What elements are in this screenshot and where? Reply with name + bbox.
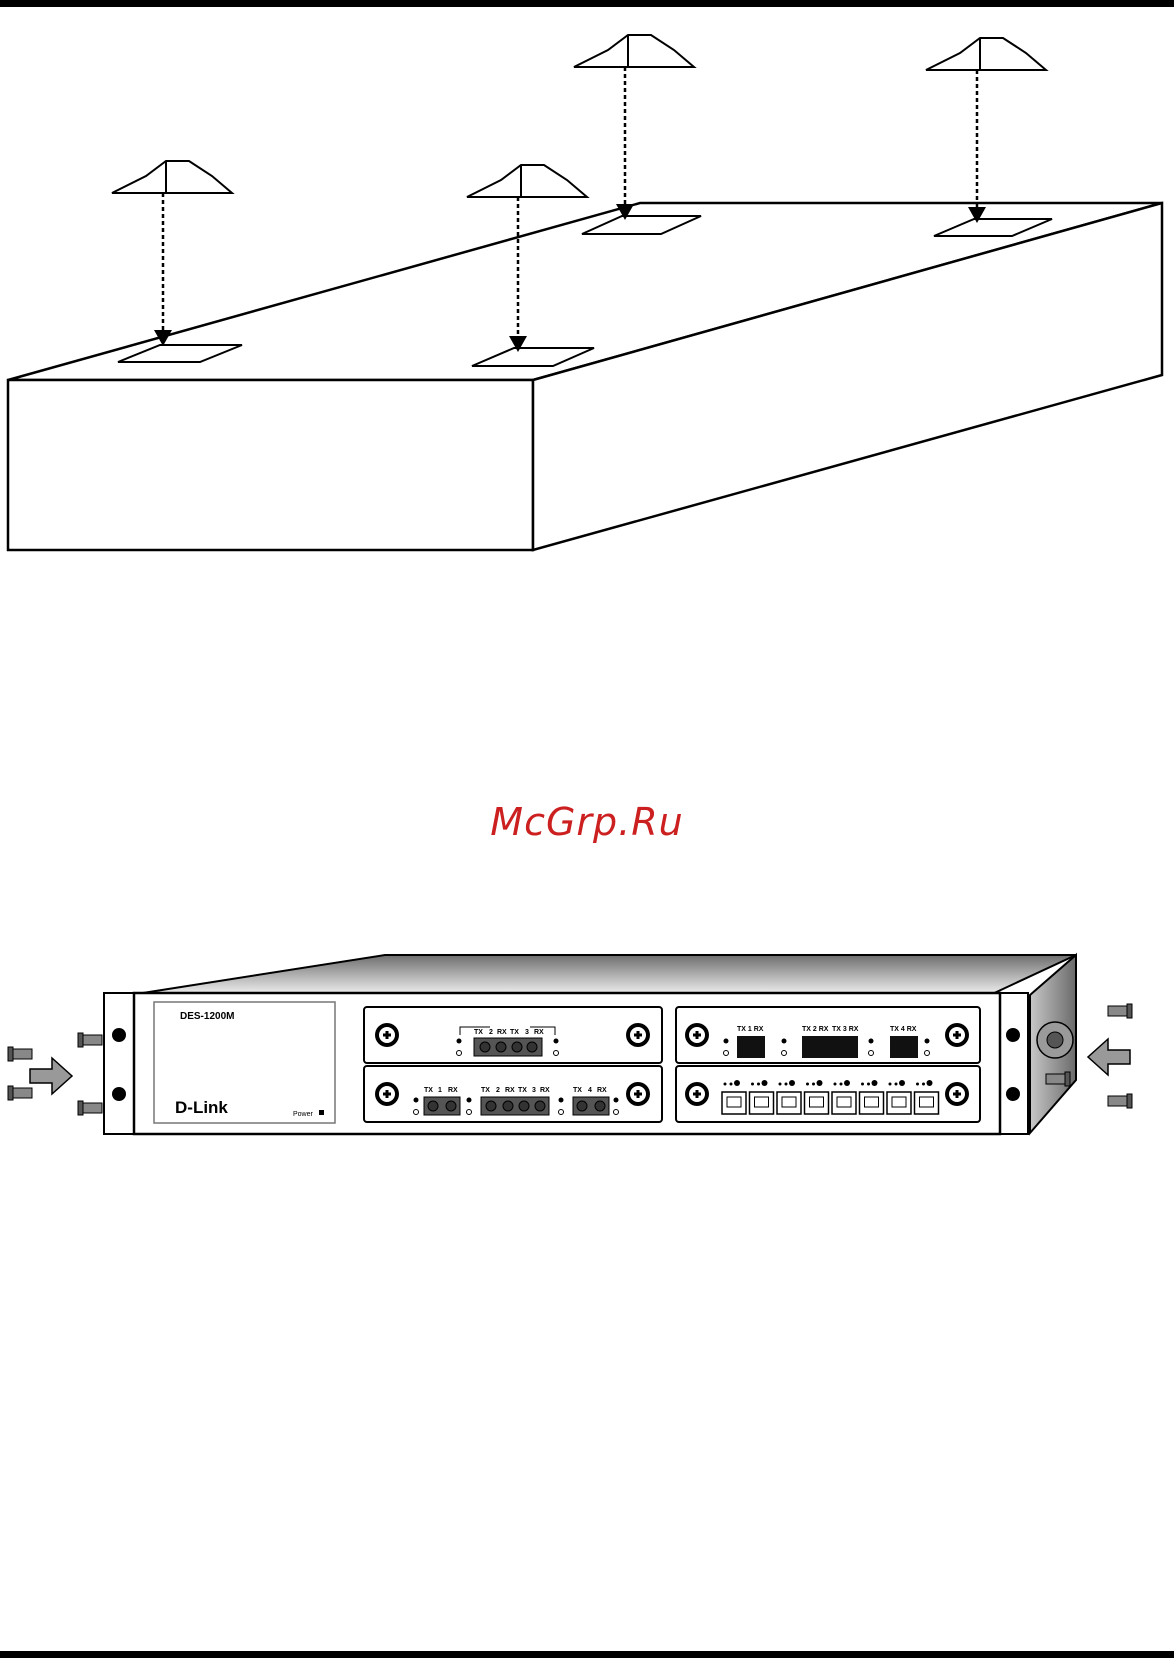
port-led bbox=[844, 1080, 850, 1086]
port-led bbox=[751, 1083, 754, 1086]
port-label: TX bbox=[481, 1087, 490, 1094]
module-top-right: TX 1 RX TX 2 RX TX 3 RX TX 4 RX bbox=[676, 1007, 980, 1063]
port-label: 3 bbox=[532, 1087, 536, 1094]
thumbscrew-icon bbox=[685, 1082, 709, 1106]
rj45-port bbox=[915, 1092, 939, 1114]
port-label: TX bbox=[518, 1087, 527, 1094]
port-led bbox=[789, 1080, 795, 1086]
thumbscrew-icon bbox=[945, 1082, 969, 1106]
module-top-left: TX 2 RX TX 3 RX bbox=[364, 1007, 662, 1063]
port-led bbox=[861, 1083, 864, 1086]
rj45-port bbox=[832, 1092, 856, 1114]
insert-arrow-icon bbox=[30, 1058, 72, 1094]
model-label: DES-1200M bbox=[180, 1011, 234, 1022]
rj45-port bbox=[887, 1092, 911, 1114]
module-bottom-right bbox=[676, 1066, 980, 1122]
rubber-feet-diagram bbox=[0, 0, 1174, 560]
port-label: TX bbox=[573, 1087, 582, 1094]
thumbscrew-icon bbox=[626, 1023, 650, 1047]
port-led bbox=[817, 1080, 823, 1086]
rj45-port bbox=[777, 1092, 801, 1114]
port-label: RX bbox=[534, 1029, 544, 1036]
port-led bbox=[724, 1083, 727, 1086]
port-led bbox=[806, 1083, 809, 1086]
thumbscrew-icon bbox=[375, 1023, 399, 1047]
port-led bbox=[757, 1083, 760, 1086]
port-led bbox=[834, 1083, 837, 1086]
brand-logo: D-Link bbox=[175, 1098, 228, 1117]
port-label: RX bbox=[597, 1087, 607, 1094]
rubber-foot-icon bbox=[112, 35, 1046, 197]
port-label: 3 bbox=[525, 1029, 529, 1036]
port-label: 2 bbox=[489, 1029, 493, 1036]
mounting-hole-icon bbox=[1006, 1087, 1020, 1101]
rj45-port bbox=[750, 1092, 774, 1114]
port-led bbox=[895, 1083, 898, 1086]
rack-ear-right bbox=[998, 993, 1028, 1134]
port-led bbox=[872, 1080, 878, 1086]
rj45-port bbox=[722, 1092, 746, 1114]
port-led bbox=[899, 1080, 905, 1086]
module-bottom-left: TX 1 RX TX 2 RX TX 3 RX TX 4 RX bbox=[364, 1066, 662, 1122]
mounting-hole-icon bbox=[112, 1028, 126, 1042]
rj45-port bbox=[860, 1092, 884, 1114]
port-led bbox=[762, 1080, 768, 1086]
watermark: McGrp.Ru bbox=[0, 800, 1174, 844]
port-label: TX 1 RX bbox=[737, 1026, 764, 1033]
mounting-hole-icon bbox=[1006, 1028, 1020, 1042]
rj45-port bbox=[805, 1092, 829, 1114]
power-led bbox=[319, 1110, 324, 1115]
port-label: TX 4 RX bbox=[890, 1026, 917, 1033]
port-label: 4 bbox=[588, 1087, 592, 1094]
port-label: RX bbox=[505, 1087, 515, 1094]
port-label: TX 2 RX bbox=[802, 1026, 829, 1033]
port-led bbox=[785, 1083, 788, 1086]
port-led bbox=[922, 1083, 925, 1086]
thumbscrew-icon bbox=[945, 1023, 969, 1047]
thumbscrew-icon bbox=[685, 1023, 709, 1047]
bottom-rule bbox=[0, 1651, 1174, 1658]
port-led bbox=[812, 1083, 815, 1086]
port-label: RX bbox=[448, 1087, 458, 1094]
port-label: 1 bbox=[438, 1087, 442, 1094]
port-led bbox=[730, 1083, 733, 1086]
thumbscrew-icon bbox=[626, 1082, 650, 1106]
port-label: TX bbox=[510, 1029, 519, 1036]
port-led bbox=[916, 1083, 919, 1086]
chassis-top bbox=[130, 955, 1076, 995]
port-label: 2 bbox=[496, 1087, 500, 1094]
port-led bbox=[734, 1080, 740, 1086]
port-led bbox=[927, 1080, 933, 1086]
switch-chassis bbox=[8, 203, 1162, 550]
port-led bbox=[889, 1083, 892, 1086]
thumbscrew-icon bbox=[375, 1082, 399, 1106]
port-led bbox=[779, 1083, 782, 1086]
port-label: RX bbox=[540, 1087, 550, 1094]
port-led bbox=[867, 1083, 870, 1086]
power-label: Power bbox=[293, 1111, 314, 1118]
port-label: RX bbox=[497, 1029, 507, 1036]
rack-ear-left bbox=[104, 993, 134, 1134]
mounting-hole-icon bbox=[112, 1087, 126, 1101]
rack-mount-diagram: DES-1200M D-Link Power TX 2 RX TX 3 RX bbox=[0, 900, 1174, 1160]
port-label: TX bbox=[474, 1029, 483, 1036]
port-led bbox=[840, 1083, 843, 1086]
port-label: TX 3 RX bbox=[832, 1026, 859, 1033]
port-label: TX bbox=[424, 1087, 433, 1094]
insert-arrow-icon bbox=[1088, 1039, 1130, 1075]
